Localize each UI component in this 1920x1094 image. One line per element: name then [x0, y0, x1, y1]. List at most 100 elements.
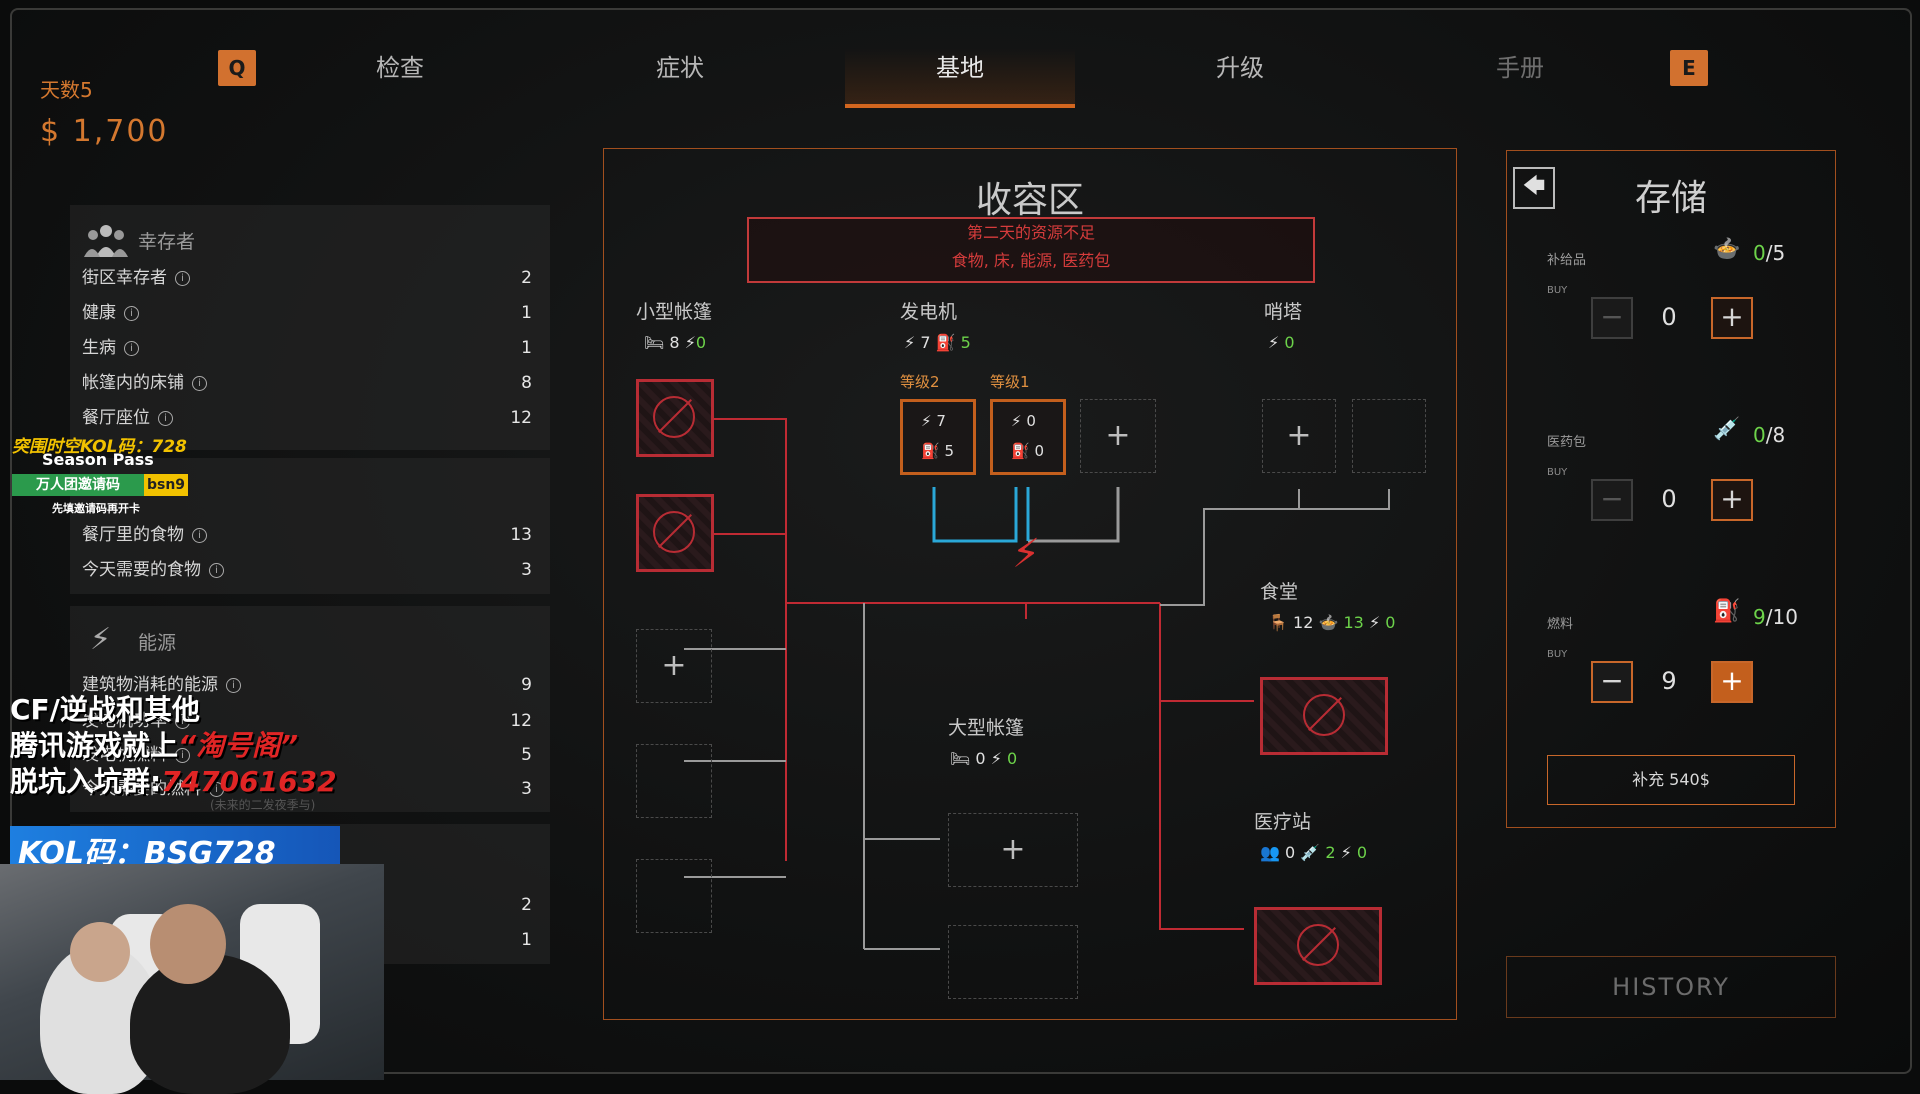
stat-value: 1	[521, 930, 532, 950]
storage-title: 存储	[1634, 178, 1707, 219]
fuel-plus-button[interactable]: +	[1711, 661, 1753, 703]
gen-power-value: 7	[936, 412, 946, 430]
small-tent-slot-unpowered[interactable]	[636, 379, 714, 457]
info-icon[interactable]: i	[192, 375, 207, 391]
energy-icon: ⚡	[90, 622, 112, 657]
stat-row: 2	[82, 890, 532, 920]
bed-icon: 🛏	[644, 333, 670, 352]
generator-stats: ⚡ 7 ⛽ 5	[904, 333, 971, 352]
stat-row: 1	[82, 925, 532, 955]
supplies-quantity: 0	[1661, 303, 1677, 331]
stat-label: 帐篷内的床铺	[82, 373, 184, 393]
stat-label: 健康	[82, 303, 116, 323]
medkit-plus-button[interactable]: +	[1711, 479, 1753, 521]
gen-power-line: ⚡ 7	[921, 412, 946, 430]
active-tab-underline	[845, 104, 1075, 108]
fuel-icon: ⛽	[921, 442, 940, 460]
info-icon[interactable]: i	[124, 340, 139, 356]
large-tent-stats: 🛏 0 ⚡ 0	[950, 749, 1017, 768]
seat-icon: 🪑	[1268, 613, 1288, 632]
info-icon[interactable]: i	[124, 305, 139, 321]
stat-label: 今天需要的食物	[82, 560, 201, 580]
gen-fuel-value: 5	[944, 442, 955, 460]
back-arrow-icon[interactable]: 🡄	[1513, 167, 1555, 209]
buy-label: BUY	[1547, 285, 1568, 296]
canteen-power: 0	[1385, 613, 1396, 632]
tab-inspect[interactable]: 检查	[376, 54, 424, 82]
info-icon[interactable]: i	[175, 270, 190, 286]
stat-row: 帐篷内的床铺 i 8	[82, 368, 532, 398]
invite-code-value: bsn9	[144, 474, 188, 496]
no-power-icon	[1297, 924, 1339, 966]
stream-kol-text: 突围时空KOL码：728	[12, 437, 187, 457]
generator-level2-slot[interactable]: ⚡ 7 ⛽ 5	[900, 399, 976, 475]
prev-tab-key[interactable]: Q	[218, 50, 256, 86]
empty-build-slot[interactable]: +	[948, 813, 1078, 887]
ad-line-3-text: 脱坑入坑群:	[10, 765, 162, 798]
clinic-slot-unpowered[interactable]	[1254, 907, 1382, 985]
info-icon[interactable]: i	[175, 747, 190, 763]
empty-build-slot[interactable]: +	[1262, 399, 1336, 473]
stat-label: 今天需要的燃料	[82, 779, 201, 799]
stat-value: 1	[521, 338, 532, 358]
supplies-minus-button[interactable]: −	[1591, 297, 1633, 339]
info-icon[interactable]: i	[192, 527, 207, 543]
tab-base[interactable]: 基地	[936, 54, 984, 82]
supplies-plus-button[interactable]: +	[1711, 297, 1753, 339]
canteen-food: 13	[1343, 613, 1364, 632]
ad-line-3: 脱坑入坑群:747061632	[10, 760, 337, 800]
warning-title: 第二天的资源不足	[966, 223, 1095, 242]
fuel-label: 燃料	[1547, 617, 1574, 632]
plus-icon: +	[1286, 418, 1312, 453]
active-tab-glow	[845, 48, 1075, 106]
empty-build-slot[interactable]: +	[1080, 399, 1156, 473]
fuel-max: /10	[1765, 605, 1798, 629]
generator-level1-slot[interactable]: ⚡ 0 ⛽ 0	[990, 399, 1066, 475]
watchtower-name: 哨塔	[1264, 301, 1303, 323]
supply-purchase-button[interactable]: 补充 540$	[1547, 755, 1795, 805]
clinic-meds: 2	[1325, 843, 1336, 862]
buy-label: BUY	[1547, 467, 1568, 478]
info-icon[interactable]: i	[209, 781, 224, 797]
stat-value: 2	[521, 895, 532, 915]
gen-fuel-line: ⛽ 0	[1011, 442, 1044, 460]
stat-value: 3	[521, 779, 532, 799]
canteen-slot-unpowered[interactable]	[1260, 677, 1388, 755]
stat-row: 今天需要的燃料 i 3	[82, 774, 532, 804]
info-icon[interactable]: i	[175, 713, 190, 729]
power-icon: ⚡	[1011, 412, 1022, 430]
empty-build-slot	[636, 859, 712, 933]
invite-code-label: 万人团邀请码	[12, 474, 144, 496]
tab-upgrade[interactable]: 升级	[1216, 54, 1264, 82]
info-icon[interactable]: i	[226, 677, 241, 693]
no-power-icon	[653, 511, 695, 553]
small-tent-slot-unpowered[interactable]	[636, 494, 714, 572]
tab-symptoms[interactable]: 症状	[656, 54, 704, 82]
ad-line-1: CF/逆战和其他	[10, 693, 200, 726]
history-button[interactable]: HISTORY	[1506, 956, 1836, 1018]
empty-build-slot	[948, 925, 1078, 999]
next-tab-key[interactable]: E	[1670, 50, 1708, 86]
power-icon: ⚡	[684, 333, 696, 352]
generator-level-label: 等级2	[900, 373, 940, 391]
money-display: $ 1,700	[40, 114, 169, 149]
supplies-count: 0/5	[1753, 241, 1785, 265]
watchtower-stats: ⚡ 0	[1268, 333, 1295, 352]
empty-build-slot[interactable]: +	[636, 629, 712, 703]
fuel-can-icon: ⛽	[1713, 599, 1741, 624]
info-icon[interactable]: i	[158, 410, 173, 426]
tab-manual[interactable]: 手册	[1496, 54, 1544, 82]
stat-value: 8	[521, 373, 532, 393]
power-icon: ⚡	[1340, 843, 1352, 862]
info-icon[interactable]: i	[209, 562, 224, 578]
clinic-people: 0	[1285, 843, 1296, 862]
panel-title: 收容区	[975, 180, 1084, 221]
fuel-minus-button[interactable]: −	[1591, 661, 1633, 703]
medkit-minus-button[interactable]: −	[1591, 479, 1633, 521]
